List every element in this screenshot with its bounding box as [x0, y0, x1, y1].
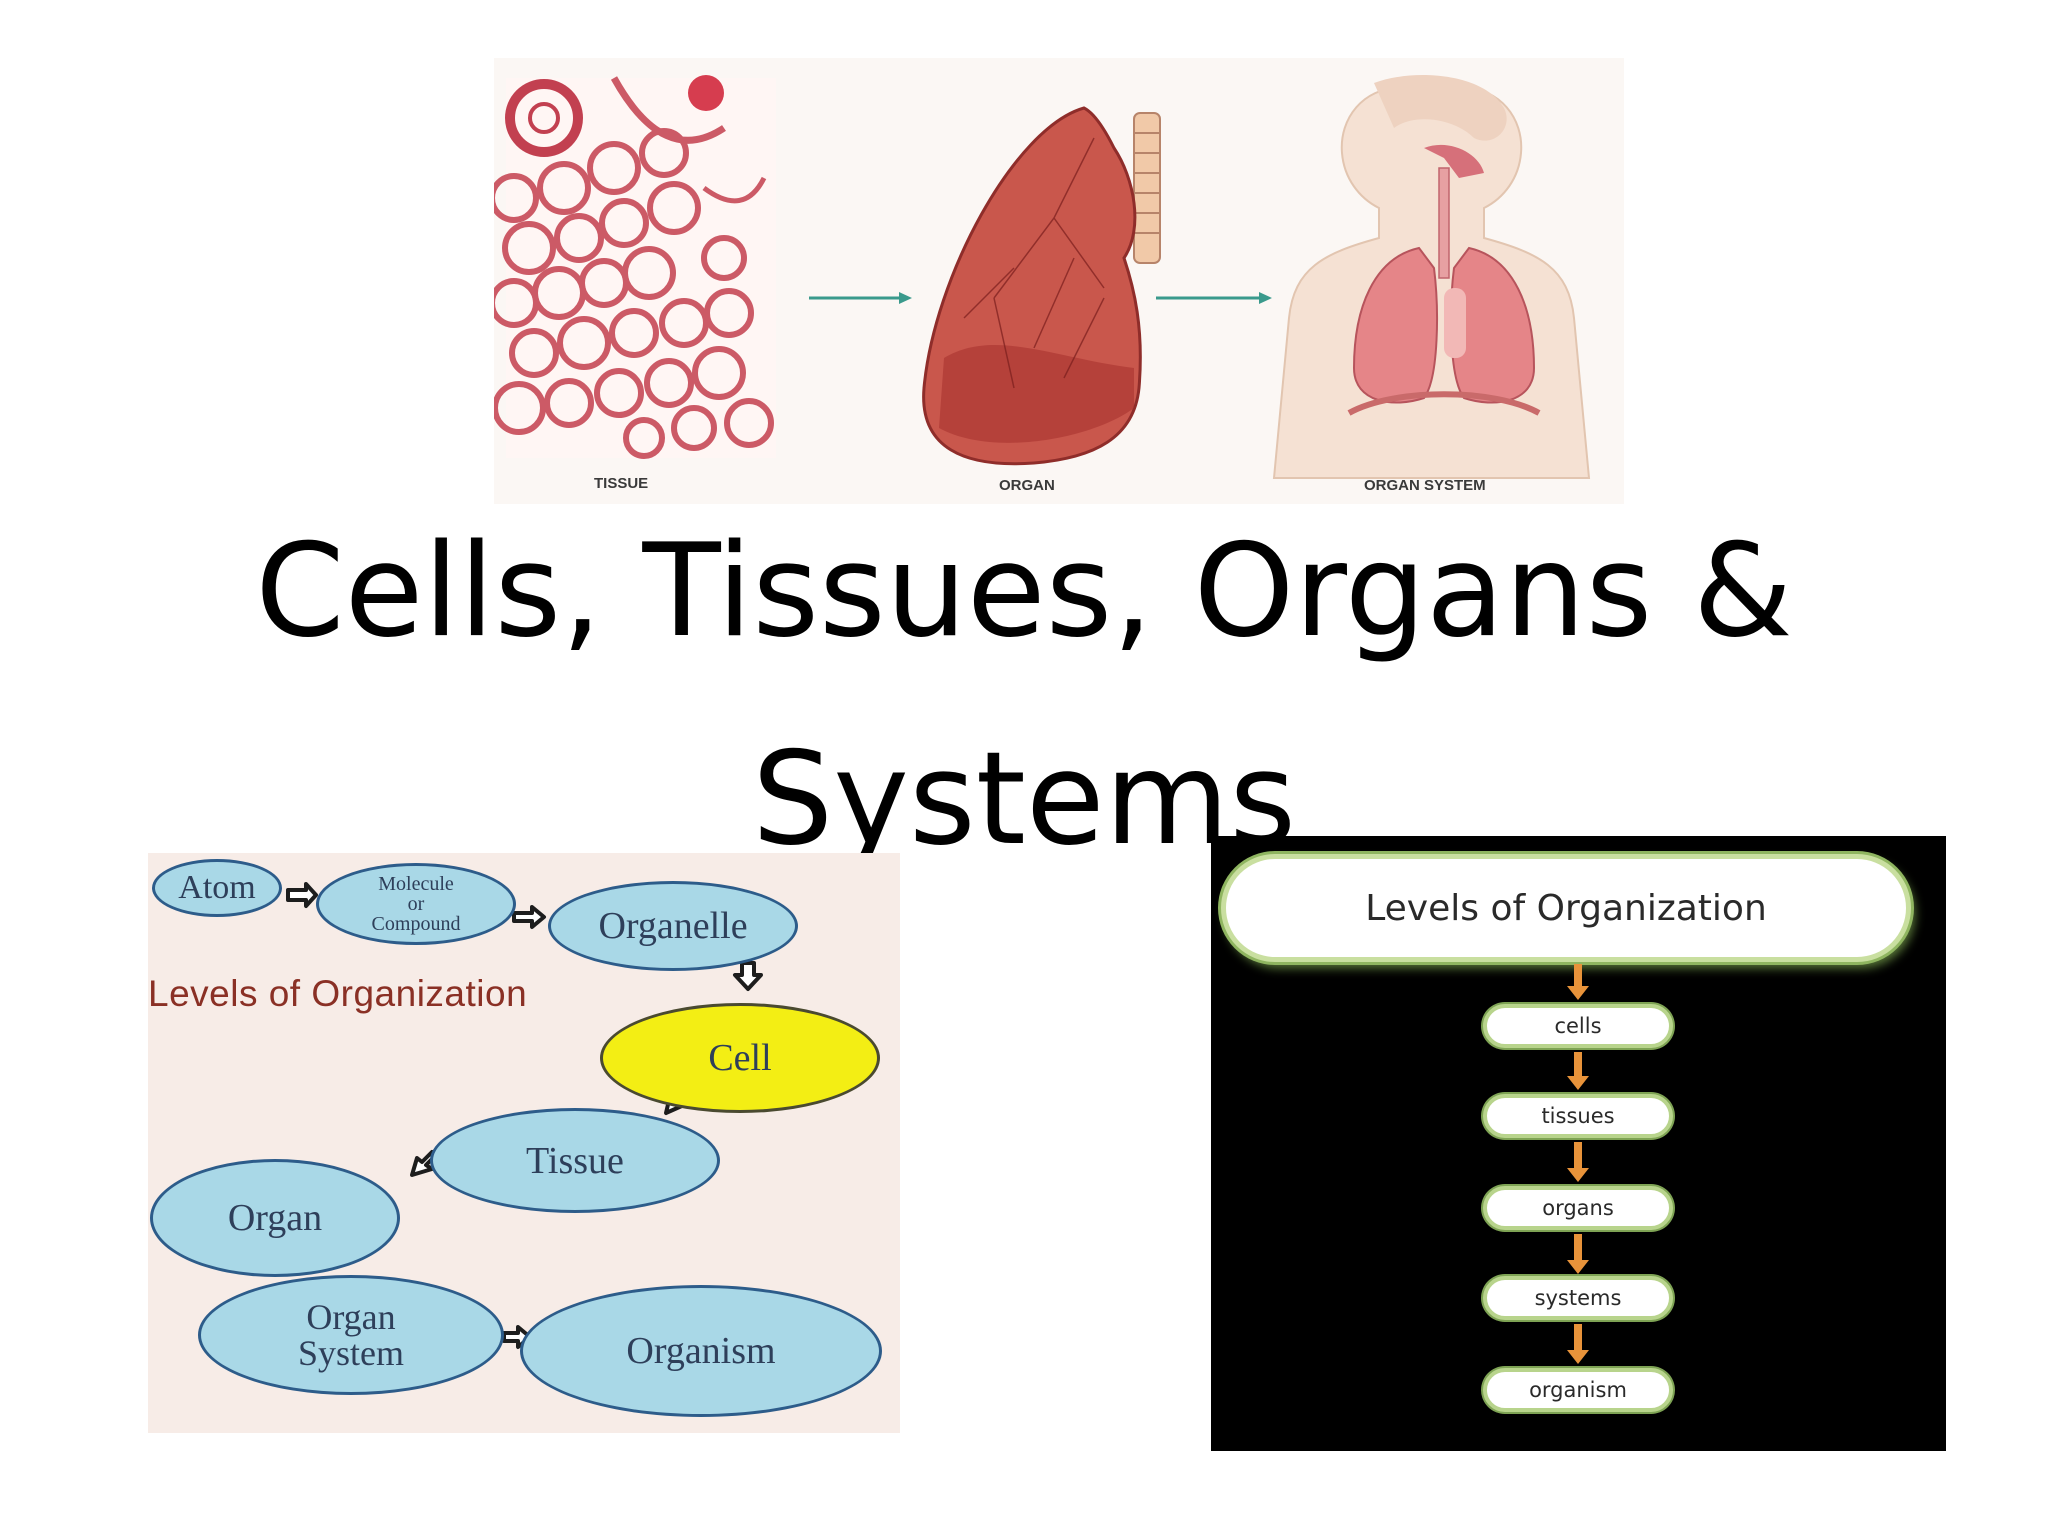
node-atom: Atom [152, 859, 282, 917]
arrow-cells-tissues [1567, 1052, 1589, 1090]
arrow-systems-organism [1567, 1324, 1589, 1364]
level-box-tissues: tissues [1483, 1094, 1673, 1138]
slide-title-line-1: Cells, Tissues, Organs & [255, 517, 1793, 666]
level-label-organs: organs [1542, 1196, 1614, 1220]
level-box-systems: systems [1483, 1276, 1673, 1320]
node-organelle: Organelle [548, 881, 798, 971]
node-organelle-label: Organelle [598, 905, 748, 947]
node-organ: Organ [150, 1159, 400, 1277]
arrow-heading-cells [1567, 964, 1589, 1000]
left-levels-diagram: Atom Molecule or Compound Organelle Leve… [148, 853, 900, 1433]
tissue-image [494, 75, 776, 459]
node-organ-system-label-2: System [297, 1333, 404, 1373]
node-organ-label: Organ [227, 1197, 323, 1239]
arrow-tissue-to-organ [809, 292, 912, 304]
tissue-organ-system-illustration: TISSUE ORGAN ORGAN SYSTEM [494, 58, 1624, 504]
node-molecule-compound: Molecule or Compound [316, 863, 516, 945]
node-organism: Organism [520, 1285, 882, 1417]
slide-title-line-2: Systems [752, 725, 1296, 874]
right-diagram-heading-label: Levels of Organization [1365, 887, 1767, 929]
node-tissue: Tissue [430, 1108, 720, 1213]
node-organ-system-label-1: Organ [306, 1297, 396, 1337]
node-tissue-label: Tissue [526, 1139, 624, 1182]
arrow-organelle-cell [733, 961, 763, 991]
caption-organ-system: ORGAN SYSTEM [1364, 477, 1486, 494]
caption-organ: ORGAN [999, 477, 1055, 494]
node-molecule-label-3: Compound [371, 913, 461, 935]
node-atom-label: Atom [178, 869, 256, 906]
level-label-cells: cells [1554, 1014, 1602, 1038]
caption-tissue: TISSUE [594, 475, 648, 492]
level-box-cells: cells [1483, 1004, 1673, 1048]
left-diagram-heading: Levels of Organization [148, 973, 528, 1014]
node-molecule-label-1: Molecule [378, 873, 454, 895]
level-box-organs: organs [1483, 1186, 1673, 1230]
level-box-organism: organism [1483, 1368, 1673, 1412]
node-molecule-label-2: or [407, 893, 425, 915]
level-label-systems: systems [1534, 1286, 1622, 1310]
arrow-tissues-organs [1567, 1142, 1589, 1182]
node-organism-label: Organism [626, 1330, 776, 1372]
level-label-tissues: tissues [1541, 1104, 1615, 1128]
arrow-organ-to-system [1156, 292, 1272, 304]
right-diagram-heading: Levels of Organization [1221, 854, 1911, 962]
arrow-organs-systems [1567, 1234, 1589, 1274]
slide-title: Cells, Tissues, Organs & Systems [0, 488, 2048, 904]
lung-organ-image [922, 106, 1161, 466]
organ-system-body-image [1272, 75, 1591, 479]
node-cell-label: Cell [708, 1037, 772, 1079]
arrow-atom-molecule [286, 882, 318, 908]
arrow-molecule-organelle [512, 905, 546, 929]
node-organ-system: Organ System [198, 1275, 504, 1395]
lung-illustration-svg: TISSUE ORGAN ORGAN SYSTEM [494, 75, 1591, 494]
node-cell: Cell [600, 1003, 880, 1113]
level-label-organism: organism [1529, 1378, 1627, 1402]
right-levels-diagram: Levels of Organization cells tissues org… [1211, 836, 1946, 1451]
